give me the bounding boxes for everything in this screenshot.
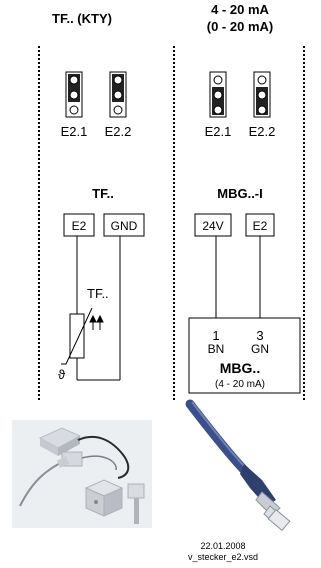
jumper-e2-1-left [65,71,83,118]
module-name: MBG.. [220,360,260,376]
right-title-line-2: (0 - 20 mA) [207,19,273,34]
left-terminal-1: E2 [72,219,87,233]
left-jumper-2-label: E2.2 [105,124,132,139]
left-terminal-2: GND [111,219,138,233]
pin-3-code: GN [251,342,269,356]
right-terminal-1: 24V [202,219,223,233]
right-device-label: MBG..-I [217,186,263,201]
right-terminal-2: E2 [253,219,268,233]
ntc-diagonal [61,307,93,365]
jumper-e2-2-left [109,71,127,118]
right-title-line-1: 4 - 20 mA [211,2,269,17]
mbg-module-box [188,317,301,394]
left-title: TF.. (KTY) [52,11,112,26]
terminal-gnd-left [103,213,145,237]
right-jumper-2-label: E2.2 [249,124,276,139]
footer-date: 22.01.2008 [200,541,245,551]
right-circuit [188,213,301,394]
section-separators [38,46,305,402]
theta-symbol: ϑ [58,367,66,382]
sensor-housings-photo [12,420,152,528]
left-device-label: TF.. [92,186,114,201]
connector-plug-photo [185,399,291,532]
jumper-e2-2-right [253,71,271,118]
pin-1-code: BN [208,342,225,356]
left-circuit [61,213,145,381]
terminal-24v-right [194,213,232,237]
module-range: (4 - 20 mA) [215,379,265,390]
jumper-e2-1-right [209,71,227,118]
pin-3-number: 3 [256,328,263,343]
terminal-e2-left [63,213,95,237]
left-sensor-label: TF.. [87,286,109,301]
up-arrows-icon [89,314,104,330]
left-jumper-1-label: E2.1 [61,124,88,139]
right-jumper-1-label: E2.1 [205,124,232,139]
footer-filename: v_stecker_e2.vsd [188,552,258,562]
pin-1-number: 1 [212,328,219,343]
